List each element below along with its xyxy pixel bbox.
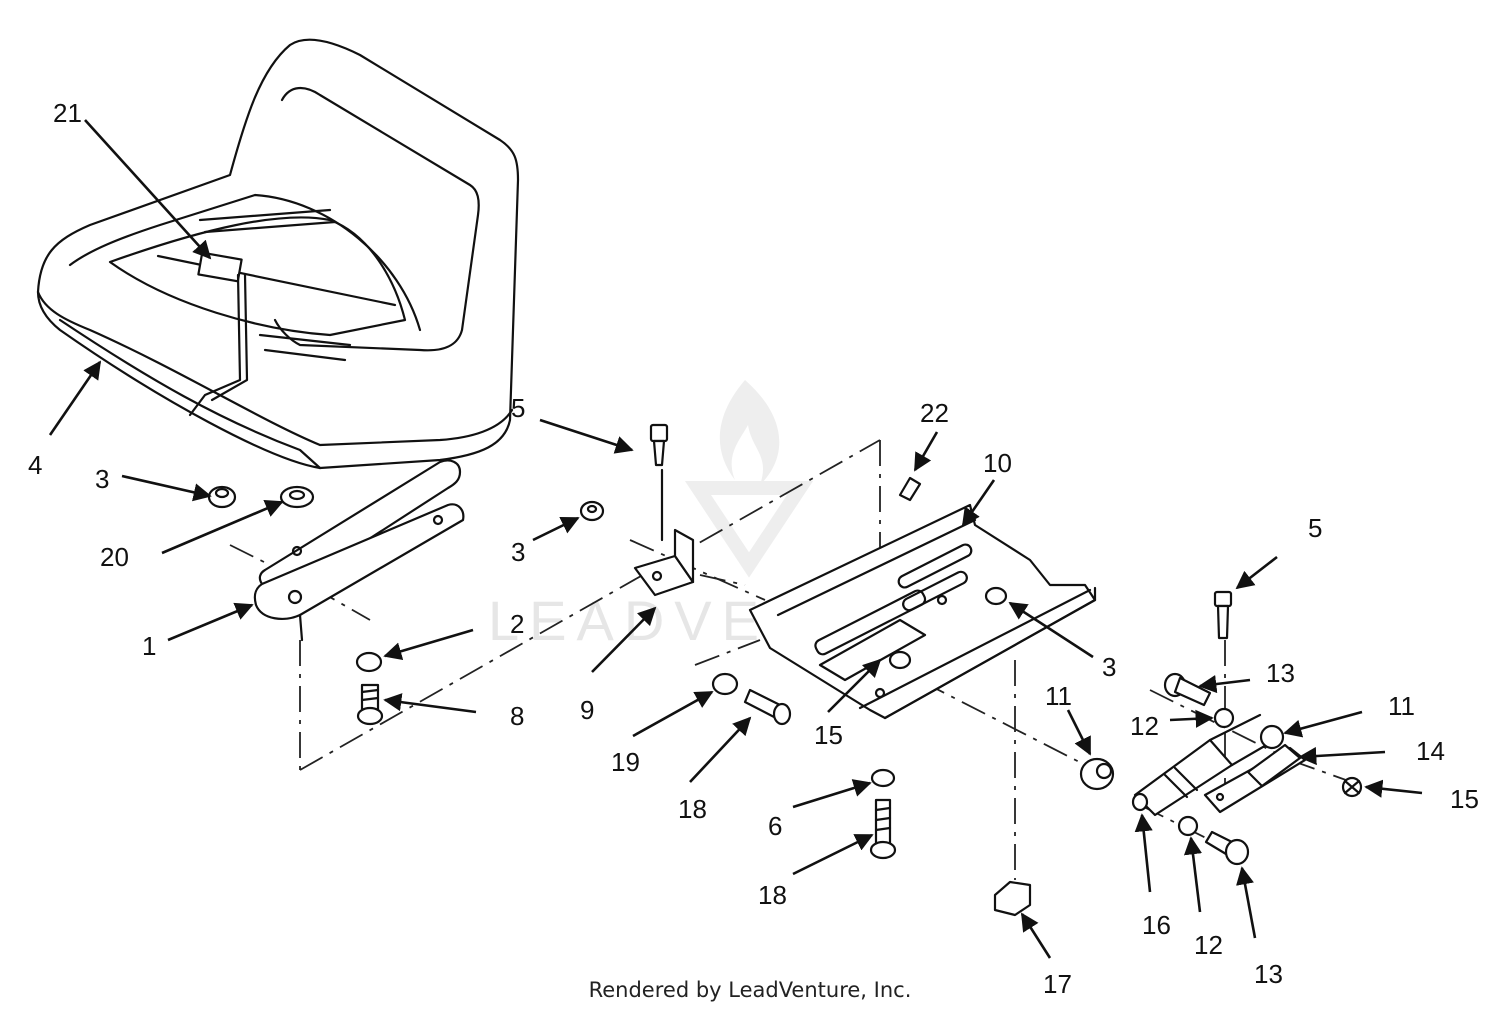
callout-8: 8 <box>510 701 524 731</box>
spacer-2 <box>355 651 383 673</box>
callout-10: 10 <box>983 448 1012 478</box>
washer-6 <box>870 768 896 788</box>
callout-12: 12 <box>1130 711 1159 741</box>
callout-16: 16 <box>1142 910 1171 940</box>
callout-14: 14 <box>1416 736 1445 766</box>
callout-13: 13 <box>1266 658 1295 688</box>
bolt-13-lower <box>1204 830 1250 866</box>
callout-6: 6 <box>768 811 782 841</box>
bolt-5-right <box>1213 590 1233 640</box>
callout-15: 15 <box>814 720 843 750</box>
seat-pan <box>748 503 1097 720</box>
callout-3: 3 <box>511 537 525 567</box>
leader-arrows <box>48 119 1423 959</box>
washer-19 <box>711 672 739 696</box>
nut-left <box>207 485 237 509</box>
callout-2: 2 <box>510 609 524 639</box>
bushing-11-left <box>1079 757 1115 791</box>
callout-11: 11 <box>1388 691 1415 721</box>
washer-12-lower <box>1177 815 1199 837</box>
callout-labels: 21 4 3 20 1 2 8 5 3 9 22 10 3 15 19 18 6… <box>28 98 1479 999</box>
callout-13: 13 <box>1254 959 1283 989</box>
callout-17: 17 <box>1043 969 1072 999</box>
callout-20: 20 <box>100 542 129 572</box>
callout-11: 11 <box>1045 681 1072 711</box>
callout-18: 18 <box>758 880 787 910</box>
callout-1: 1 <box>142 631 156 661</box>
bolt-5-left <box>649 423 669 542</box>
callout-21: 21 <box>53 98 82 128</box>
callout-19: 19 <box>611 747 640 777</box>
bolt-8 <box>356 683 384 726</box>
bolt-18-lower <box>869 798 897 860</box>
seat <box>36 38 520 470</box>
nut-15-right <box>1341 776 1363 798</box>
callout-18: 18 <box>678 794 707 824</box>
callout-5: 5 <box>511 393 525 423</box>
nut-center <box>579 500 605 522</box>
callout-3: 3 <box>1102 652 1116 682</box>
flame-logo-icon <box>719 380 780 485</box>
washer-20 <box>279 485 315 509</box>
bumper-17 <box>993 880 1032 917</box>
v-logo-icon <box>684 481 814 578</box>
shock-assembly <box>1131 713 1277 817</box>
callout-12: 12 <box>1194 930 1223 960</box>
footer-credit: Rendered by LeadVenture, Inc. <box>588 978 912 1002</box>
clip-22 <box>898 476 922 502</box>
washer-12-upper <box>1213 707 1235 729</box>
callout-3: 3 <box>95 464 109 494</box>
callout-9: 9 <box>580 695 594 725</box>
bolt-18-upper <box>743 688 792 726</box>
callout-4: 4 <box>28 450 42 480</box>
callout-15: 15 <box>1450 784 1479 814</box>
bushing-11-right <box>1259 724 1285 750</box>
callout-22: 22 <box>920 398 949 428</box>
callout-5: 5 <box>1308 513 1322 543</box>
seat-bracket <box>253 459 465 642</box>
angle-bracket-9 <box>633 528 695 597</box>
